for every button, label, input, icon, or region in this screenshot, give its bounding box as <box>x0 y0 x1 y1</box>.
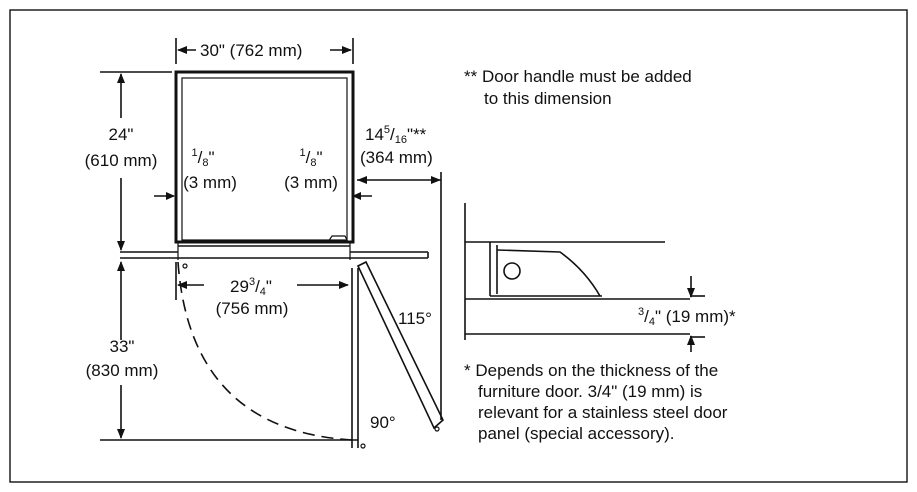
thickness-note-line2: furniture door. 3/4" (19 mm) is <box>478 382 702 401</box>
depth-24-dimension: 24" (610 mm) <box>85 71 172 251</box>
appliance-body <box>174 70 355 260</box>
inner-width-dimension: 293/4" (756 mm) <box>175 262 349 318</box>
cabinet-front-line <box>120 251 429 269</box>
door-swing: 115° 90° <box>177 260 444 449</box>
handle-note: ** Door handle must be added to this dim… <box>464 67 692 108</box>
handle-note-line1: ** Door handle must be added <box>464 67 692 86</box>
angle-90-label: 90° <box>370 413 396 432</box>
thickness-note-line3: relevant for a stainless steel door <box>478 403 728 422</box>
depth-33-label: 33" <box>110 337 135 356</box>
door-depth-mm-label: (364 mm) <box>360 148 433 167</box>
door-depth-dimension: 145/16"** (364 mm) <box>357 124 442 420</box>
gap-right-mm-label: (3 mm) <box>284 173 338 192</box>
depth-24-mm-label: (610 mm) <box>85 151 158 170</box>
handle-note-line2: to this dimension <box>484 89 612 108</box>
depth-33-dimension: 33" (830 mm) <box>86 261 358 441</box>
thickness-label: 3/4" (19 mm)* <box>638 306 736 328</box>
gap-left-label: 1/8" <box>191 147 214 169</box>
hinge-detail: 3/4" (19 mm)* <box>464 203 736 352</box>
gap-right-label: 1/8" <box>299 147 322 169</box>
gap-left-dimension: 1/8" (3 mm) <box>154 147 237 200</box>
door-depth-label: 145/16"** <box>365 124 427 146</box>
gap-left-mm-label: (3 mm) <box>183 173 237 192</box>
inner-width-mm-label: (756 mm) <box>216 299 289 318</box>
width-dimension: 30" (762 mm) <box>175 38 354 64</box>
thickness-note-line4: panel (special accessory). <box>478 424 675 443</box>
depth-24-label: 24" <box>109 125 134 144</box>
angle-115-label: 115° <box>398 309 432 328</box>
gap-right-dimension: 1/8" (3 mm) <box>284 147 372 200</box>
width-label: 30" (762 mm) <box>200 41 302 60</box>
depth-33-mm-label: (830 mm) <box>86 361 159 380</box>
thickness-note: * Depends on the thickness of the furnit… <box>464 361 728 443</box>
inner-width-label: 293/4" <box>230 276 272 298</box>
thickness-note-line1: * Depends on the thickness of the <box>464 361 718 380</box>
diagram-border <box>9 9 908 483</box>
